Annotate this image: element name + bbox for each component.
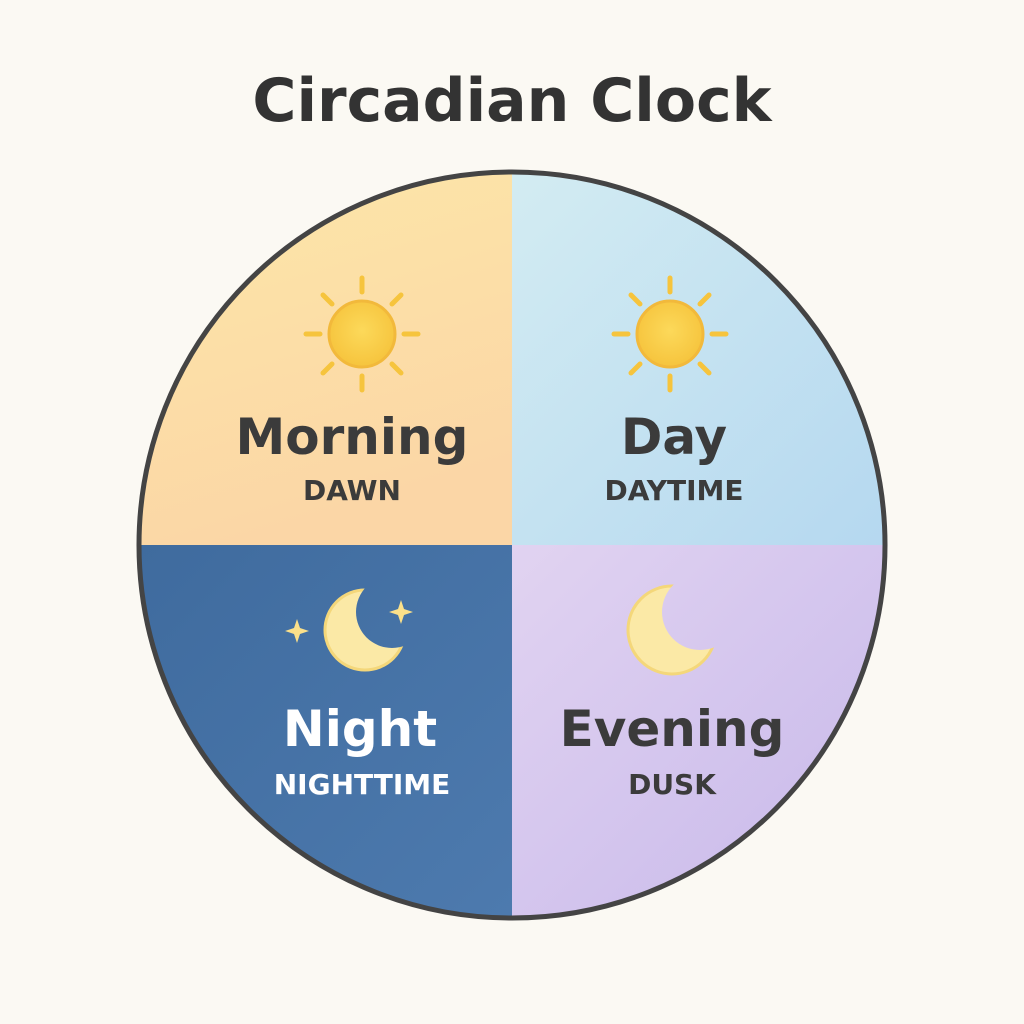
night-sublabel: NIGHTTIME [274,768,451,801]
sun-icon [303,275,421,393]
sun-icon [611,275,729,393]
clock-outline [136,169,888,921]
page-title: Circadian Clock [252,66,772,136]
morning-label: Morning [236,408,469,466]
day-label: Day [621,408,727,466]
star-icon [285,619,309,643]
moon-stars-icon [285,588,413,672]
evening-label: Evening [560,700,785,758]
day-sublabel: DAYTIME [604,474,743,507]
star-icon [389,600,413,624]
morning-sublabel: DAWN [303,474,401,507]
evening-sublabel: DUSK [628,768,717,801]
night-label: Night [283,700,437,758]
moon-icon [626,584,718,676]
